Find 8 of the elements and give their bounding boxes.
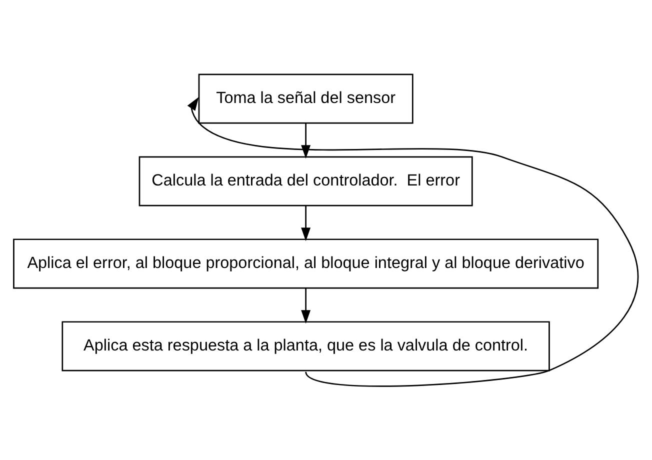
node-box: Aplica esta respuesta a la planta, que es la valvula de control. (62, 320, 550, 371)
node-box: Calcula la entrada del controlador. El error (138, 156, 473, 206)
arrow (301, 288, 311, 324)
arrow (301, 205, 311, 241)
node-box: Aplica el error, al bloque proporcional, al bloque integral y al bloque derivativo (13, 238, 599, 288)
node-box: Toma la señal del sensor (198, 73, 414, 124)
arrow (301, 122, 311, 158)
arrow (187, 96, 638, 386)
